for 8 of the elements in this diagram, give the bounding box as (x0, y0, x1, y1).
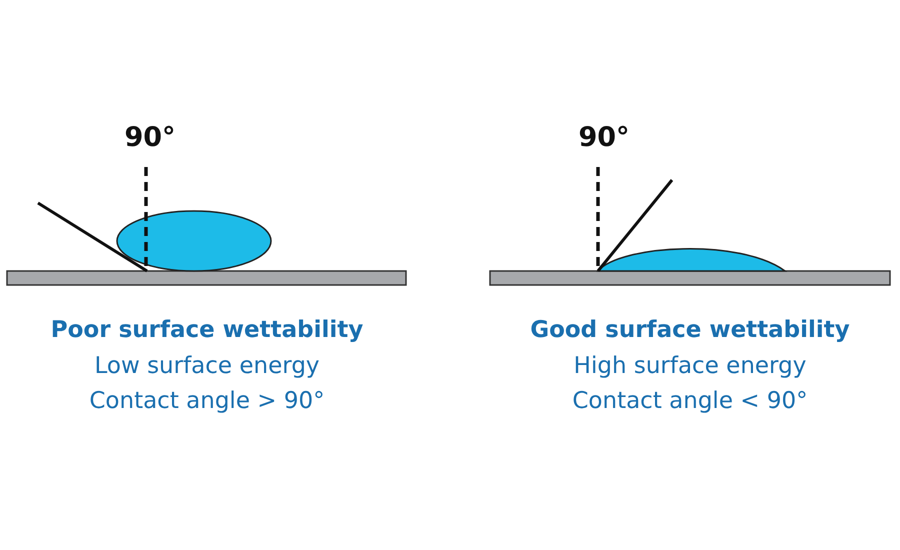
description-text: Contact angle < 90° (572, 388, 808, 416)
description-text: High surface energy (574, 353, 806, 381)
heading: Good surface wettability (530, 317, 850, 345)
description-text: Contact angle > 90° (89, 388, 325, 416)
angle-label: 90° (578, 122, 630, 154)
description-text: Low surface energy (94, 353, 320, 381)
angle-label: 90° (124, 122, 176, 154)
heading: Poor surface wettability (50, 317, 364, 345)
